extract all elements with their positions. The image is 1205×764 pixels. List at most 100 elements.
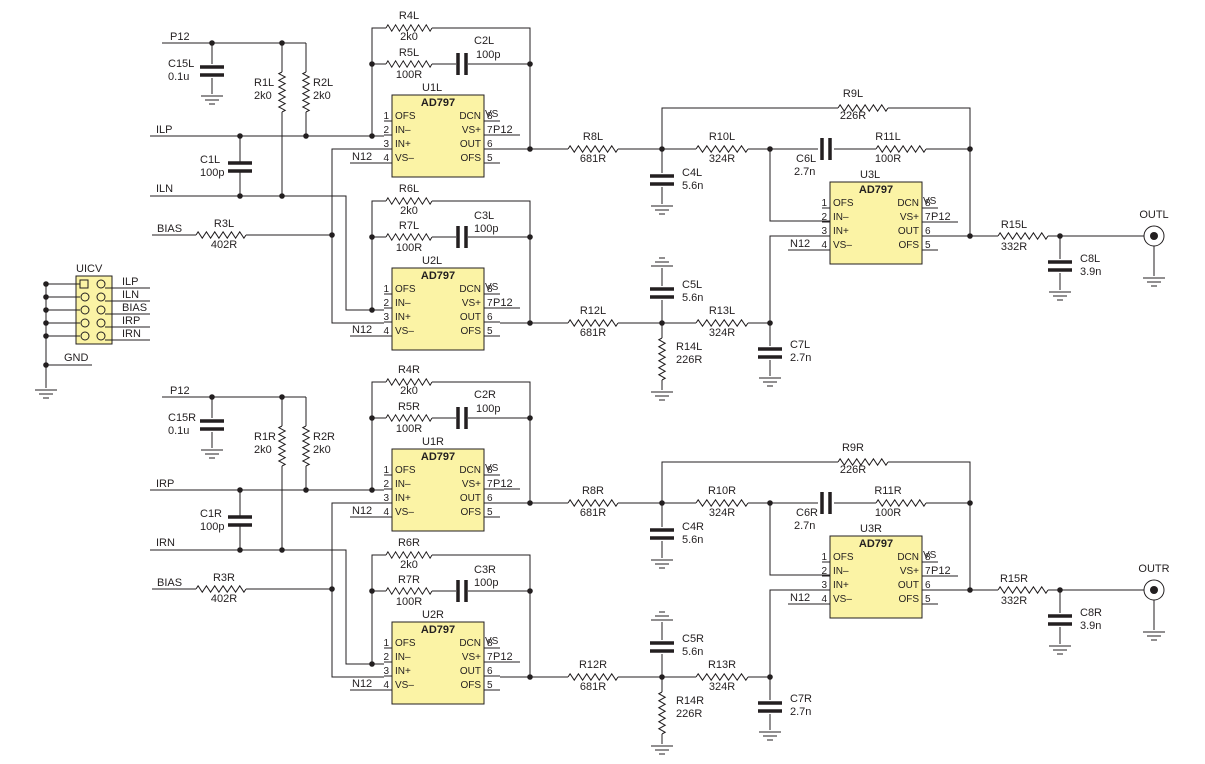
capacitor-ref: C4L — [682, 167, 702, 179]
opamp-vs-label: VS — [485, 463, 499, 474]
opamp-pin-name: OFS — [395, 284, 416, 295]
opamp-pin-number: 4 — [383, 326, 389, 337]
resistor-ref: R9L — [843, 88, 863, 100]
opamp-pin-name: IN+ — [395, 312, 411, 323]
resistor-ref: R8R — [582, 485, 604, 497]
wire — [371, 200, 386, 310]
opamp-pin-number: 7 — [487, 479, 493, 490]
resistor-body — [385, 377, 433, 387]
wire — [432, 554, 531, 677]
capacitor-value: 0.1u — [168, 71, 189, 83]
resistor-body — [657, 337, 667, 381]
opamp-body — [391, 94, 485, 178]
supply-label: P12 — [170, 31, 190, 43]
capacitor-ref: C7L — [790, 339, 810, 351]
opamp-pin-name: IN+ — [833, 226, 849, 237]
opamp-pin-number: 2 — [383, 125, 389, 136]
resistor-value: 2k0 — [313, 90, 331, 102]
capacitor-ref: C6R — [796, 507, 818, 519]
resistor-body — [385, 59, 433, 69]
opamp-pin-name: OUT — [898, 580, 919, 591]
opamp-body — [391, 621, 485, 705]
opamp-pin-name: OFS — [395, 638, 416, 649]
capacitor-ref: C2L — [474, 35, 494, 47]
opamp-pin-number: 2 — [383, 298, 389, 309]
resistor-value: 681R — [580, 507, 606, 519]
opamp-pin-number: 6 — [487, 493, 493, 504]
resistor-value: 324R — [709, 153, 735, 165]
opamp-part: AD797 — [421, 97, 455, 109]
supply-label: P12 — [493, 124, 513, 136]
resistor-ref: R13R — [708, 659, 736, 671]
opamp-ref: U2L — [422, 255, 442, 267]
opamp-pin-number: 7 — [925, 566, 931, 577]
supply-label: N12 — [352, 151, 372, 163]
opamp-pin-name: IN+ — [833, 580, 849, 591]
resistor-body — [695, 318, 749, 328]
opamp-pin-name: OUT — [460, 493, 481, 504]
junction-dot — [967, 146, 973, 152]
resistor-ref: R6L — [399, 183, 419, 195]
output-jack-L: OUTL — [1139, 209, 1169, 276]
opamp-pin-name: OFS — [460, 507, 481, 518]
opamp-pin-name: IN+ — [395, 666, 411, 677]
resistor-ref: R1L — [254, 77, 274, 89]
resistor-value: 681R — [580, 327, 606, 339]
junction-dot — [527, 320, 533, 326]
junction-dot — [369, 661, 375, 667]
resistor-ref: R5R — [398, 401, 420, 413]
opamp-vs-label: VS — [923, 550, 937, 561]
opamp-pin-number: 7 — [925, 212, 931, 223]
capacitor-ref: C2R — [474, 389, 496, 401]
opamp-part: AD797 — [421, 451, 455, 463]
opamp-ref: U3L — [860, 169, 880, 181]
resistor-ref: R6R — [398, 537, 420, 549]
connector-pin — [96, 279, 106, 289]
resistor-body — [567, 498, 619, 508]
opamp-pin-number: 2 — [383, 652, 389, 663]
capacitor-value: 100p — [200, 167, 224, 179]
opamp-pin-name: OFS — [833, 552, 854, 563]
resistor-ref: R4L — [399, 10, 419, 22]
resistor-value: 402R — [211, 239, 237, 251]
opamp-pin-number: 4 — [821, 594, 827, 605]
junction-dot — [369, 61, 375, 67]
opamp-ref: U1L — [422, 82, 442, 94]
resistor-value: 2k0 — [400, 31, 418, 43]
opamp-pin-number: 2 — [821, 212, 827, 223]
opamp-pin-name: IN– — [395, 479, 411, 490]
connector-pin — [80, 331, 90, 341]
capacitor-value: 100p — [474, 223, 498, 235]
resistor-ref: R7L — [399, 220, 419, 232]
ground-symbol — [651, 745, 673, 755]
resistor-value: 324R — [709, 507, 735, 519]
opamp-pin-name: VS+ — [900, 212, 919, 223]
ground-symbol — [651, 205, 673, 215]
resistor-ref: R11L — [875, 131, 900, 143]
opamp-vs-label: VS — [923, 196, 937, 207]
opamp-part: AD797 — [421, 270, 455, 282]
capacitor-ref: C3L — [474, 210, 494, 222]
resistor-body — [695, 498, 749, 508]
capacitor-ref: C7R — [790, 693, 812, 705]
wire — [661, 107, 838, 149]
wire — [331, 148, 384, 324]
connector-pin — [80, 305, 90, 315]
resistor-value: 100R — [396, 242, 422, 254]
resistor-ref: R5L — [399, 47, 419, 59]
